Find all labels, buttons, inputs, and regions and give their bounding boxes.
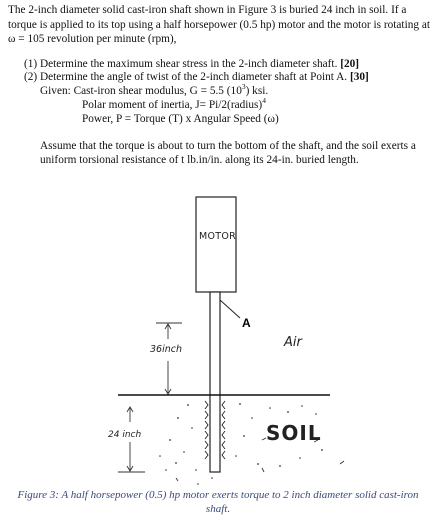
air-label: Air xyxy=(283,335,304,350)
given-shear-modulus: Given: Cast-iron shear modulus, G = 5.5 … xyxy=(40,82,269,99)
given-polar-moment-text: Polar moment of inertia, J= Pi/2(radius) xyxy=(82,99,263,111)
figure-caption: Figure 3: A half horsepower (0.5) hp mot… xyxy=(17,489,419,515)
upper-length-label: 36inch xyxy=(150,344,182,355)
given-power: Power, P = Torque (T) x Angular Speed (ω… xyxy=(82,113,279,125)
upper-dimension-arrow-top xyxy=(164,323,172,330)
question-2-marks: [30] xyxy=(349,71,369,83)
soil-dashes xyxy=(175,437,345,482)
question-2-text: (2) Determine the angle of twist of the … xyxy=(24,71,348,83)
point-a-label: A xyxy=(242,316,251,330)
question-1: (1) Determine the maximum shear stress i… xyxy=(24,58,434,72)
question-1-text: (1) Determine the maximum shear stress i… xyxy=(24,58,338,70)
lower-dimension-arrow-top xyxy=(126,406,134,413)
point-a-pointer xyxy=(219,299,241,319)
question-2: (2) Determine the angle of twist of the … xyxy=(24,71,434,85)
lower-length-label: 24 inch xyxy=(108,430,141,440)
given-polar-moment-exponent: 4 xyxy=(262,96,266,106)
given-shear-modulus-text: Given: Cast-iron shear modulus, G = 5.5 … xyxy=(40,85,242,97)
shaft-figure: MOTOR A Air 36inch 24 inch xyxy=(108,196,345,485)
problem-intro: The 2-inch diameter solid cast-iron shaf… xyxy=(8,4,430,46)
soil-speckles xyxy=(159,403,323,485)
motor-label: MOTOR xyxy=(199,231,236,242)
motor-box xyxy=(195,196,237,293)
given-shear-modulus-unit: ) ksi. xyxy=(245,85,269,97)
given-polar-moment: Polar moment of inertia, J= Pi/2(radius)… xyxy=(82,96,266,113)
shaft xyxy=(209,291,221,473)
soil-label: SOIL xyxy=(266,421,322,445)
lower-dimension-arrow-bottom xyxy=(126,465,134,472)
soil-resistance-hatching xyxy=(204,400,226,460)
question-1-marks: [20] xyxy=(340,58,360,70)
assumption-paragraph: Assume that the torque is about to turn … xyxy=(40,140,416,167)
upper-dimension-arrow-bottom xyxy=(164,388,172,395)
given-shear-modulus-exponent: 3 xyxy=(241,82,246,92)
